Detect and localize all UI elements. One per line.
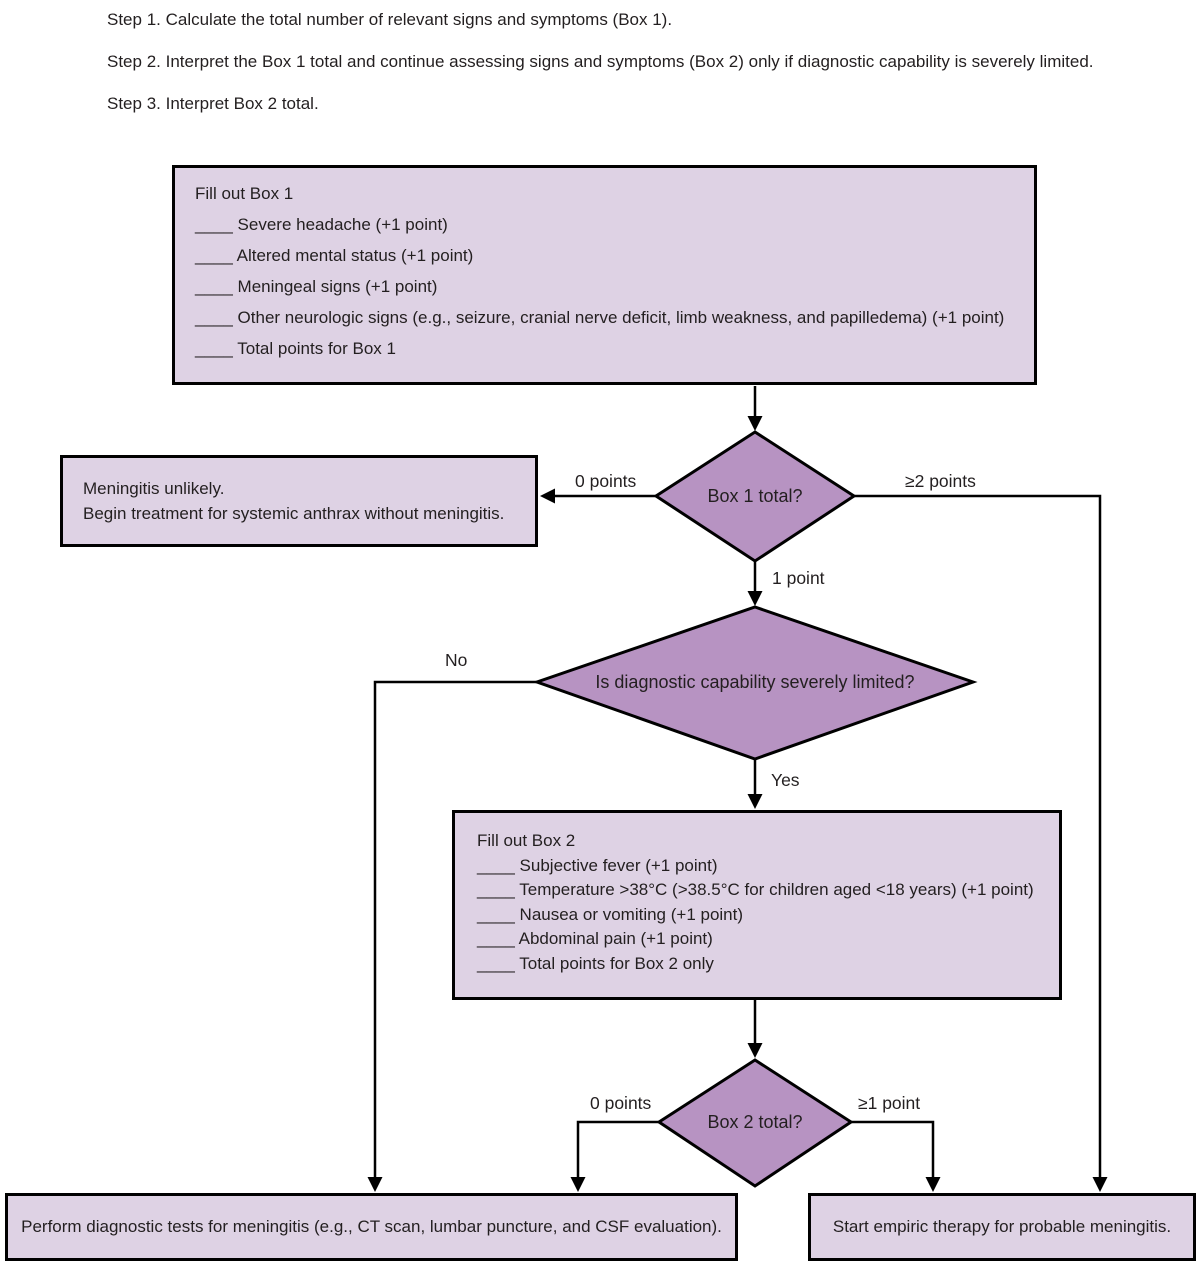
decision2-label: Is diagnostic capability severely limite… [595,672,915,692]
decision1-diamond [653,430,857,563]
box2-item-abdominal-pain: ____ Abdominal pain (+1 point) [477,929,713,948]
step-1-instruction: Step 1. Calculate the total number of re… [107,10,673,29]
decision3-branch-ge1-point-label: ≥1 point [858,1093,921,1113]
box2-item-total-points: ____ Total points for Box 2 only [477,953,714,973]
decision1-label: Box 1 total? [707,486,803,506]
box2-title: Fill out Box 2 [477,831,576,850]
decision1-branch-0-points-label: 0 points [575,471,637,491]
decision3-label: Box 2 total? [707,1112,803,1132]
outcome-diagnostic-tests-box: Perform diagnostic tests for meningitis … [5,1193,738,1261]
box2-item-nausea-vomiting: ____ Nausea or vomiting (+1 point) [477,904,744,924]
connector-decision1-to-empiric-therapy [854,494,1108,1192]
meningitis-unlikely-line1: Meningitis unlikely. [83,479,225,498]
meningitis-unlikely-line2: Begin treatment for systemic anthrax wit… [83,504,505,523]
box1-item-other-neurologic-signs: ____ Other neurologic signs (e.g., seizu… [195,308,1005,327]
diagnostic-tests-text: Perform diagnostic tests for meningitis … [21,1217,722,1236]
step-2-instruction: Step 2. Interpret the Box 1 total and co… [107,52,1094,71]
box1-item-meningeal-signs: ____ Meningeal signs (+1 point) [195,277,438,296]
box1-checklist: Fill out Box 1 ____ Severe headache (+1 … [172,165,1037,385]
outcome-empiric-therapy-box: Start empiric therapy for probable menin… [808,1193,1196,1261]
box2-item-temperature: ____ Temperature >38°C (>38.5°C for chil… [477,880,1034,899]
decision1-branch-ge2-points-label: ≥2 points [905,471,976,491]
decision2-branch-yes-label: Yes [771,770,800,790]
box2-item-subjective-fever: ____ Subjective fever (+1 point) [477,855,718,875]
empiric-therapy-text: Start empiric therapy for probable menin… [832,1217,1172,1236]
box2-checklist: Fill out Box 2 ____ Subjective fever (+1… [452,810,1062,1000]
connector-decision3-to-empiric-therapy [851,1120,941,1192]
connector-decision2-to-diagnostic-tests [367,680,537,1192]
decision2-diamond [532,605,978,761]
box1-item-altered-mental-status: ____ Altered mental status (+1 point) [195,246,474,265]
decision2-branch-no-label: No [445,650,468,670]
step-3-instruction: Step 3. Interpret Box 2 total. [107,94,319,113]
box1-item-severe-headache: ____ Severe headache (+1 point) [195,215,448,234]
box1-title: Fill out Box 1 [195,184,294,203]
decision3-branch-0-points-label: 0 points [590,1093,652,1113]
outcome-meningitis-unlikely-box: Meningitis unlikely. Begin treatment for… [60,455,538,547]
decision1-branch-1-point-label: 1 point [772,568,825,588]
connector-decision3-to-diagnostic-tests [570,1120,659,1192]
decision3-diamond [656,1058,854,1188]
box1-item-total-points: ____ Total points for Box 1 [195,339,396,358]
